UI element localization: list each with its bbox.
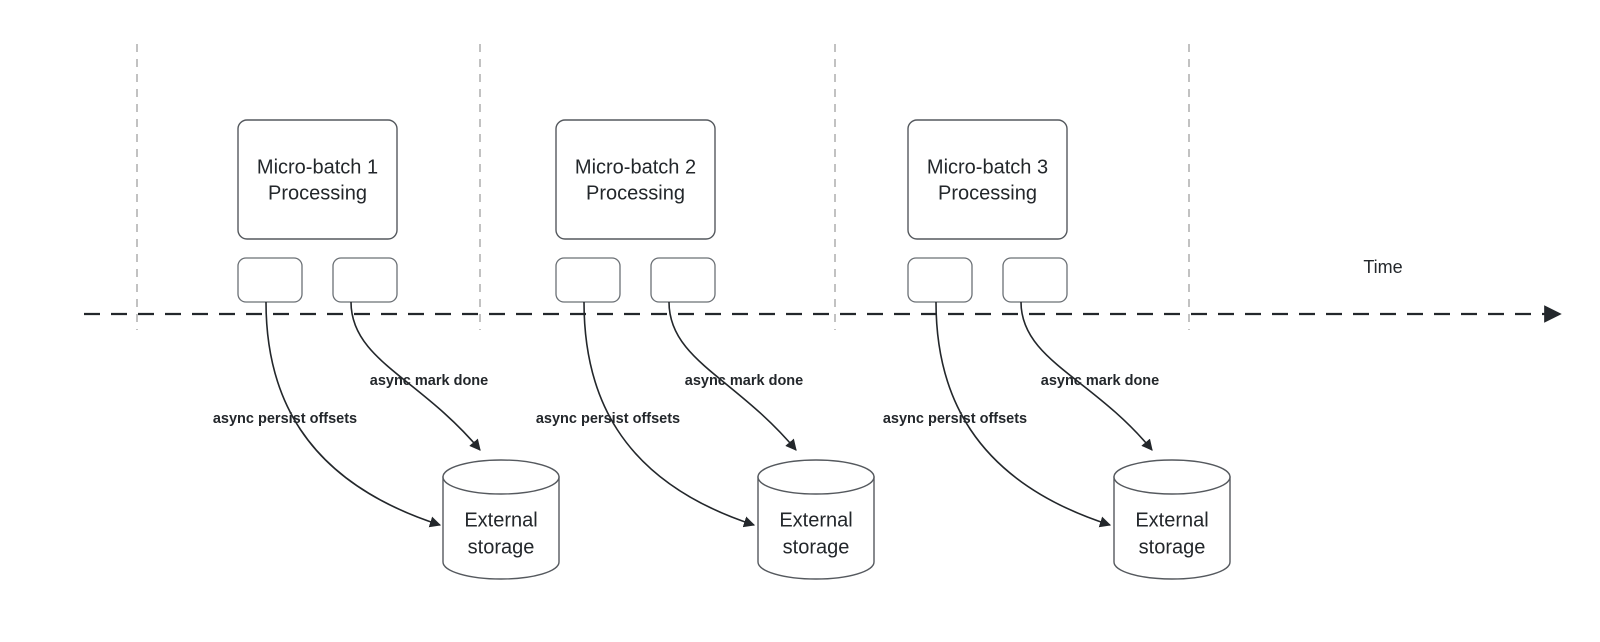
- boundary-guides: [136, 44, 1190, 330]
- external-storage-2[interactable]: External storage: [757, 459, 875, 580]
- micro-batch-3-box[interactable]: [907, 119, 1068, 240]
- micro-batch-1-persist-offsets-label: async persist offsets: [213, 411, 357, 427]
- external-storage-2-body: [757, 476, 875, 580]
- micro-batch-1-task-box-1[interactable]: [237, 257, 303, 303]
- micro-batch-2-persist-offsets-arrow: [583, 301, 756, 528]
- timeline-axis: Time: [84, 257, 1562, 323]
- micro-batch-2-mark-done-arrow: [668, 301, 797, 451]
- external-storage-3-label-line2: storage: [1139, 536, 1206, 558]
- micro-batch-2-task-box-2[interactable]: [650, 257, 716, 303]
- timeline-axis-label: Time: [1363, 257, 1402, 277]
- external-storage-1[interactable]: External storage: [442, 459, 560, 580]
- micro-batch-3-mark-done-label: async mark done: [1041, 373, 1159, 389]
- micro-batch-3-persist-offsets-label: async persist offsets: [883, 411, 1027, 427]
- external-storage-2-label-line1: External: [779, 509, 852, 531]
- micro-batch-3-mark-done-arrow: [1020, 301, 1153, 451]
- micro-batch-1-title-line2: Processing: [268, 182, 367, 204]
- micro-batch-3-task-box-1[interactable]: [907, 257, 973, 303]
- micro-batch-2-title-line2: Processing: [586, 182, 685, 204]
- external-storage-1-top: [442, 459, 560, 495]
- micro-batch-1-mark-done-label: async mark done: [370, 373, 488, 389]
- micro-batch-1-mark-done-arrow: [350, 301, 481, 451]
- micro-batch-3-persist-offsets-arrow: [935, 301, 1112, 528]
- micro-batch-1-box[interactable]: [237, 119, 398, 240]
- micro-batch-group-1: Micro-batch 1 Processing async persist o…: [213, 119, 560, 580]
- micro-batch-group-3: Micro-batch 3 Processing async persist o…: [883, 119, 1231, 580]
- external-storage-1-body: [442, 476, 560, 580]
- micro-batch-1-task-box-2[interactable]: [332, 257, 398, 303]
- micro-batch-2-box[interactable]: [555, 119, 716, 240]
- micro-batch-3-title-line1: Micro-batch 3: [927, 156, 1048, 178]
- micro-batch-3-title-line2: Processing: [938, 182, 1037, 204]
- micro-batch-1-title-line1: Micro-batch 1: [257, 156, 378, 178]
- external-storage-2-label-line2: storage: [783, 536, 850, 558]
- external-storage-3-top: [1113, 459, 1231, 495]
- external-storage-1-label-line1: External: [464, 509, 537, 531]
- external-storage-3-body: [1113, 476, 1231, 580]
- external-storage-3[interactable]: External storage: [1113, 459, 1231, 580]
- external-storage-1-label-line2: storage: [468, 536, 535, 558]
- micro-batch-3-task-box-2[interactable]: [1002, 257, 1068, 303]
- external-storage-2-top: [757, 459, 875, 495]
- micro-batch-1-persist-offsets-arrow: [265, 301, 442, 528]
- micro-batch-group-2: Micro-batch 2 Processing async persist o…: [536, 119, 875, 580]
- micro-batch-2-persist-offsets-label: async persist offsets: [536, 411, 680, 427]
- micro-batch-2-task-box-1[interactable]: [555, 257, 621, 303]
- external-storage-3-label-line1: External: [1135, 509, 1208, 531]
- micro-batch-2-mark-done-label: async mark done: [685, 373, 803, 389]
- micro-batch-2-title-line1: Micro-batch 2: [575, 156, 696, 178]
